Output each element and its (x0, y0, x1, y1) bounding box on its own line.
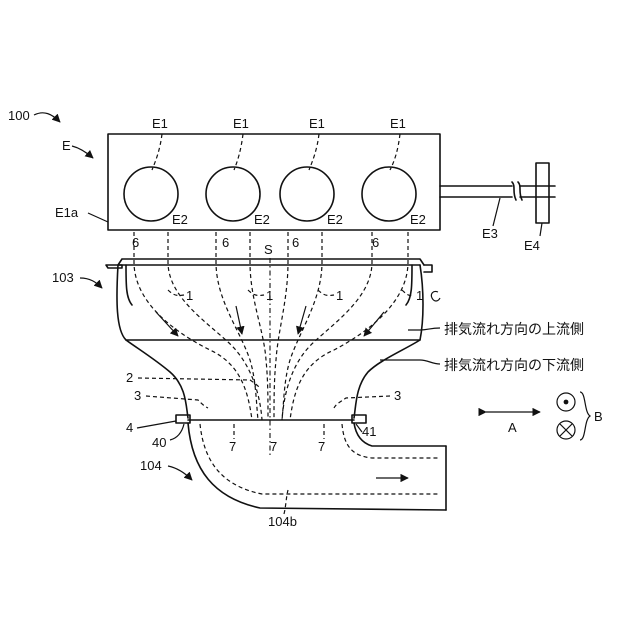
manifold-upper-arrow (80, 278, 102, 288)
cylinder-1 (124, 167, 178, 221)
passage-6-label-2: 6 (222, 235, 229, 250)
cylinder-leader-1 (152, 134, 162, 170)
flange-40-label: 40 (152, 435, 166, 450)
shaft-leader (493, 198, 500, 226)
port-label-4: E2 (410, 212, 426, 227)
port-label-3: E2 (327, 212, 343, 227)
passage-1-label-2: 1 (266, 288, 273, 303)
manifold-upper-label: 103 (52, 270, 74, 285)
passage-1-leader-2 (248, 290, 264, 295)
cylinder-label-2: E1 (233, 116, 249, 131)
cylinder-2 (206, 167, 260, 221)
pipe-lower-wall (188, 423, 446, 510)
cylinder-label-4: E1 (390, 116, 406, 131)
engine-label-arrow (72, 146, 93, 158)
cylinder-3 (280, 167, 334, 221)
passage-6-label-3: 6 (292, 235, 299, 250)
cylinder-label-3: E1 (309, 116, 325, 131)
cylinder-leader-3 (309, 134, 319, 170)
flywheel (536, 163, 549, 223)
flow-arrow-1 (156, 312, 178, 336)
cylinder-label-1: E1 (152, 116, 168, 131)
passage-3-leader-right (334, 396, 390, 408)
engine-block (108, 134, 440, 230)
flow-arrow-4 (364, 312, 384, 336)
downstream-leader (380, 360, 440, 364)
flange-4-leader (137, 421, 176, 428)
flow-arrow-3 (298, 306, 306, 334)
pipe-inner-lower (200, 424, 440, 494)
manifold-lower-label: 104 (140, 458, 162, 473)
passage-a-inner (168, 232, 262, 420)
port-label-1: E2 (172, 212, 188, 227)
manifold-top-flange (118, 259, 424, 265)
pipe-outlet-label: 104b (268, 514, 297, 529)
passage-7-label-1: 7 (229, 439, 236, 454)
passage-3-label-left: 3 (134, 388, 141, 403)
partition-label: S (264, 242, 273, 257)
passage-1-label-4: 1 (416, 288, 423, 303)
flange-hole-right (431, 291, 440, 301)
direction-a-label: A (508, 420, 517, 435)
out-of-page-dot (564, 400, 569, 405)
flange-ear-right (424, 265, 432, 272)
pipe-inner-upper (342, 424, 440, 458)
passage-b-outer (216, 232, 258, 420)
passage-2-label: 2 (126, 370, 133, 385)
manifold-inner-right (406, 265, 412, 305)
passage-7-label-3: 7 (318, 439, 325, 454)
passage-1-label-1: 1 (186, 288, 193, 303)
funnel-right (354, 340, 420, 418)
figure-ref-arrow (34, 113, 60, 122)
passage-1-label-3: 1 (336, 288, 343, 303)
flange-ear-left (106, 265, 122, 268)
passage-a-outer (134, 232, 252, 420)
passage-3-label-right: 3 (394, 388, 401, 403)
flywheel-label: E4 (524, 238, 540, 253)
manifold-lower-arrow (168, 466, 192, 480)
passage-6-label-1: 6 (132, 235, 139, 250)
flange-40-leader (170, 424, 184, 440)
passage-b-inner (250, 232, 268, 420)
port-label-2: E2 (254, 212, 270, 227)
engine-face-leader (88, 213, 108, 222)
shaft-label: E3 (482, 226, 498, 241)
engine-label: E (62, 138, 71, 153)
passage-1-leader-3 (318, 290, 334, 295)
passage-1-leader-1 (168, 290, 184, 295)
manifold-inner-left (126, 265, 132, 305)
cylinder-leader-4 (390, 134, 400, 170)
figure-ref-label: 100 (8, 108, 30, 123)
passage-3-leader-left (146, 396, 208, 408)
direction-b-brace (580, 392, 590, 440)
passage-2-leader (138, 378, 260, 388)
upstream-leader (408, 328, 440, 330)
funnel-left (126, 340, 188, 418)
passage-6-label-4: 6 (372, 235, 379, 250)
passage-1-leader-4 (402, 290, 414, 295)
engine-face-label: E1a (55, 205, 79, 220)
upstream-annotation: 排気流れ方向の上流側 (444, 322, 584, 338)
downstream-annotation: 排気流れ方向の下流側 (444, 358, 584, 374)
cylinder-4 (362, 167, 416, 221)
flange-41-label: 41 (362, 424, 376, 439)
passage-7-label-2: 7 (270, 439, 277, 454)
direction-b-label: B (594, 409, 603, 424)
flywheel-leader (540, 223, 542, 236)
cylinder-leader-2 (234, 134, 243, 170)
flange-4-label: 4 (126, 420, 133, 435)
passage-d-outer (290, 232, 408, 420)
